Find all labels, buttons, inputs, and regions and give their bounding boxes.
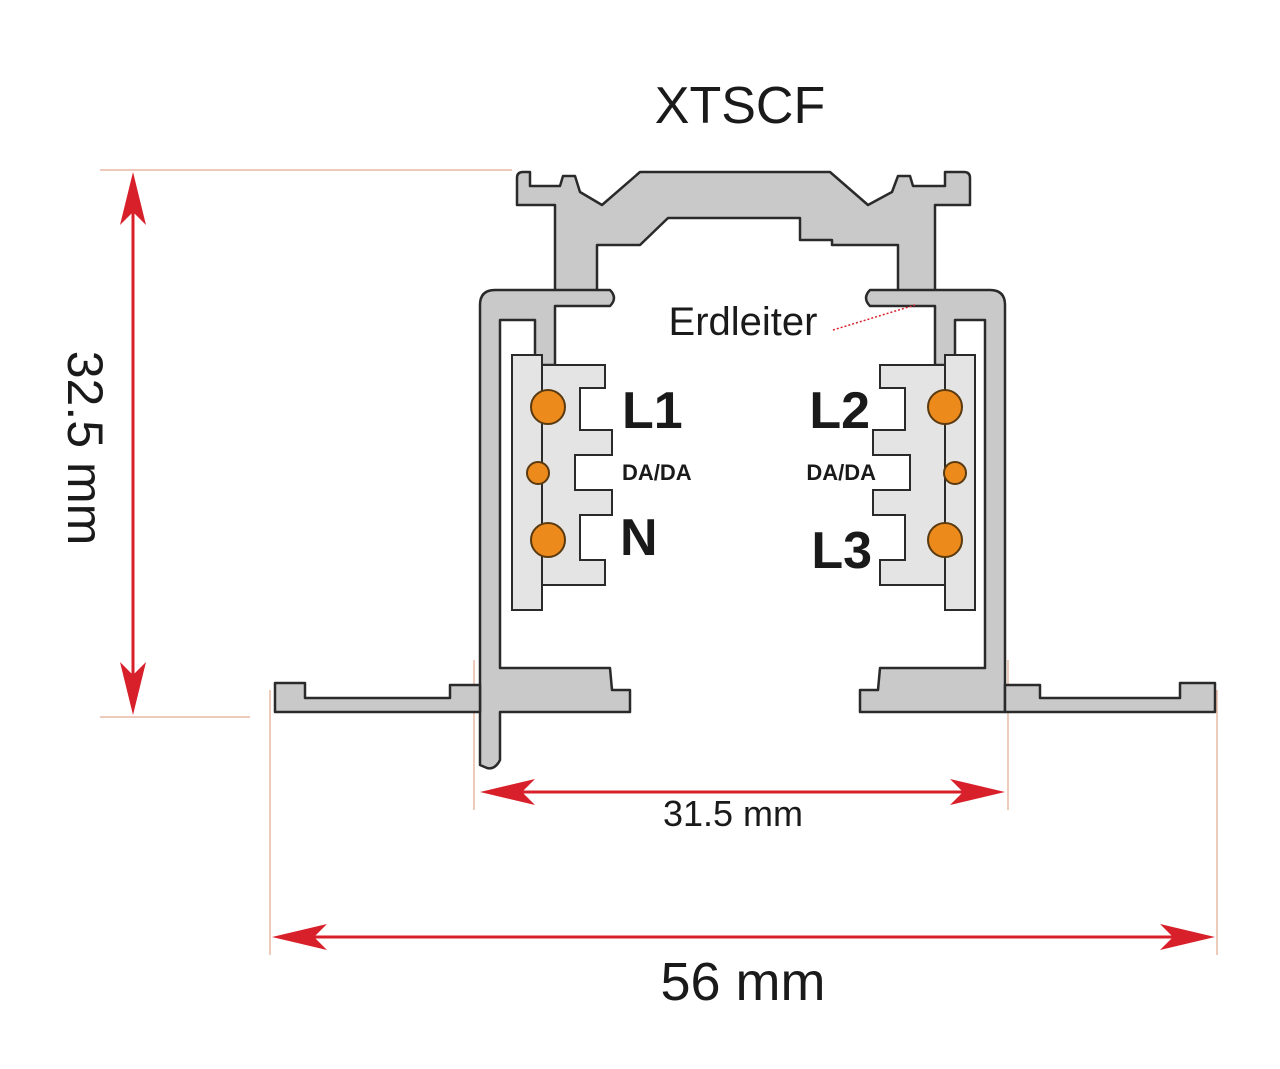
height-label: 32.5 mm	[57, 351, 113, 546]
l3-label: L3	[811, 522, 872, 580]
n-label: N	[620, 509, 658, 567]
inner-width-dimension	[480, 779, 1005, 805]
da-left-label: DA/DA	[622, 460, 692, 485]
profile-right-wall	[858, 288, 1007, 714]
conductor-da-left	[526, 461, 550, 485]
earth-label: Erdleiter	[669, 300, 818, 344]
profile-left-wall	[478, 288, 632, 770]
conductor-l1	[530, 389, 566, 425]
left-insulator	[511, 354, 613, 611]
conductor-n	[530, 522, 566, 558]
left-flange	[273, 681, 482, 714]
right-flange	[1003, 681, 1217, 714]
aluminium-profile	[273, 170, 1217, 770]
da-right-label: DA/DA	[806, 460, 876, 485]
earth-leader-line	[832, 304, 916, 331]
dimension-guides	[100, 169, 1218, 955]
total-width-dimension	[272, 924, 1215, 950]
conductor-l2	[927, 389, 963, 425]
l2-label: L2	[809, 382, 870, 440]
conductor-l3	[927, 522, 963, 558]
total-width-label: 56 mm	[660, 952, 825, 1012]
l1-label: L1	[622, 382, 683, 440]
height-dimension	[120, 172, 146, 715]
diagram-title: XTSCF	[655, 77, 825, 135]
inner-width-label: 31.5 mm	[663, 793, 803, 834]
profile-top	[515, 170, 972, 294]
conductor-da-right	[943, 461, 967, 485]
